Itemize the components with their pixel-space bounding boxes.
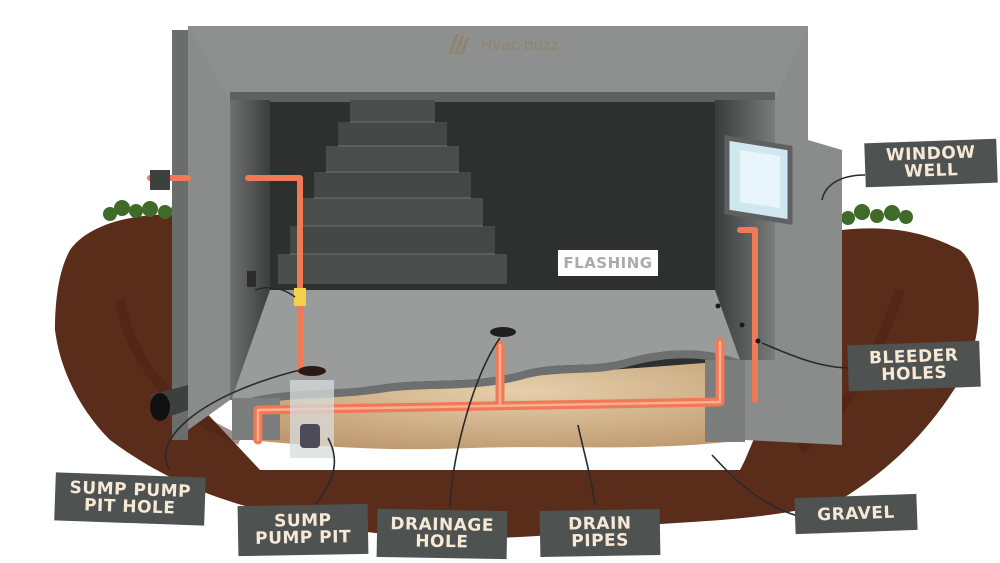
drainage-hole (490, 327, 516, 337)
bleeder-holes (715, 303, 761, 344)
brand-logo: Hvac-buzz (446, 33, 559, 57)
drain-pipes (147, 175, 758, 445)
pipe-coupling (294, 288, 306, 306)
outlet-box (247, 271, 256, 287)
label-flashing: FLASHING (558, 250, 658, 276)
floor-slab-edge (232, 350, 740, 406)
ceiling-slab (188, 26, 808, 100)
logo-text: Hvac-buzz (481, 36, 559, 54)
staircase (278, 100, 507, 284)
sump-pump (300, 424, 320, 448)
ceiling-underside (230, 92, 775, 102)
soil (55, 214, 979, 539)
sump-pit-hole (298, 366, 326, 376)
floor-slab (232, 290, 740, 398)
exterior-drain-opening (150, 393, 170, 421)
grass-right (841, 204, 913, 225)
exterior-downspout (150, 170, 170, 190)
basement-window (724, 135, 793, 225)
left-wall (188, 26, 230, 430)
house-logo-icon (446, 32, 476, 58)
label-gravel: GRAVEL (794, 493, 918, 535)
callout-arrows (164, 174, 866, 517)
left-wall-exterior (172, 30, 188, 440)
